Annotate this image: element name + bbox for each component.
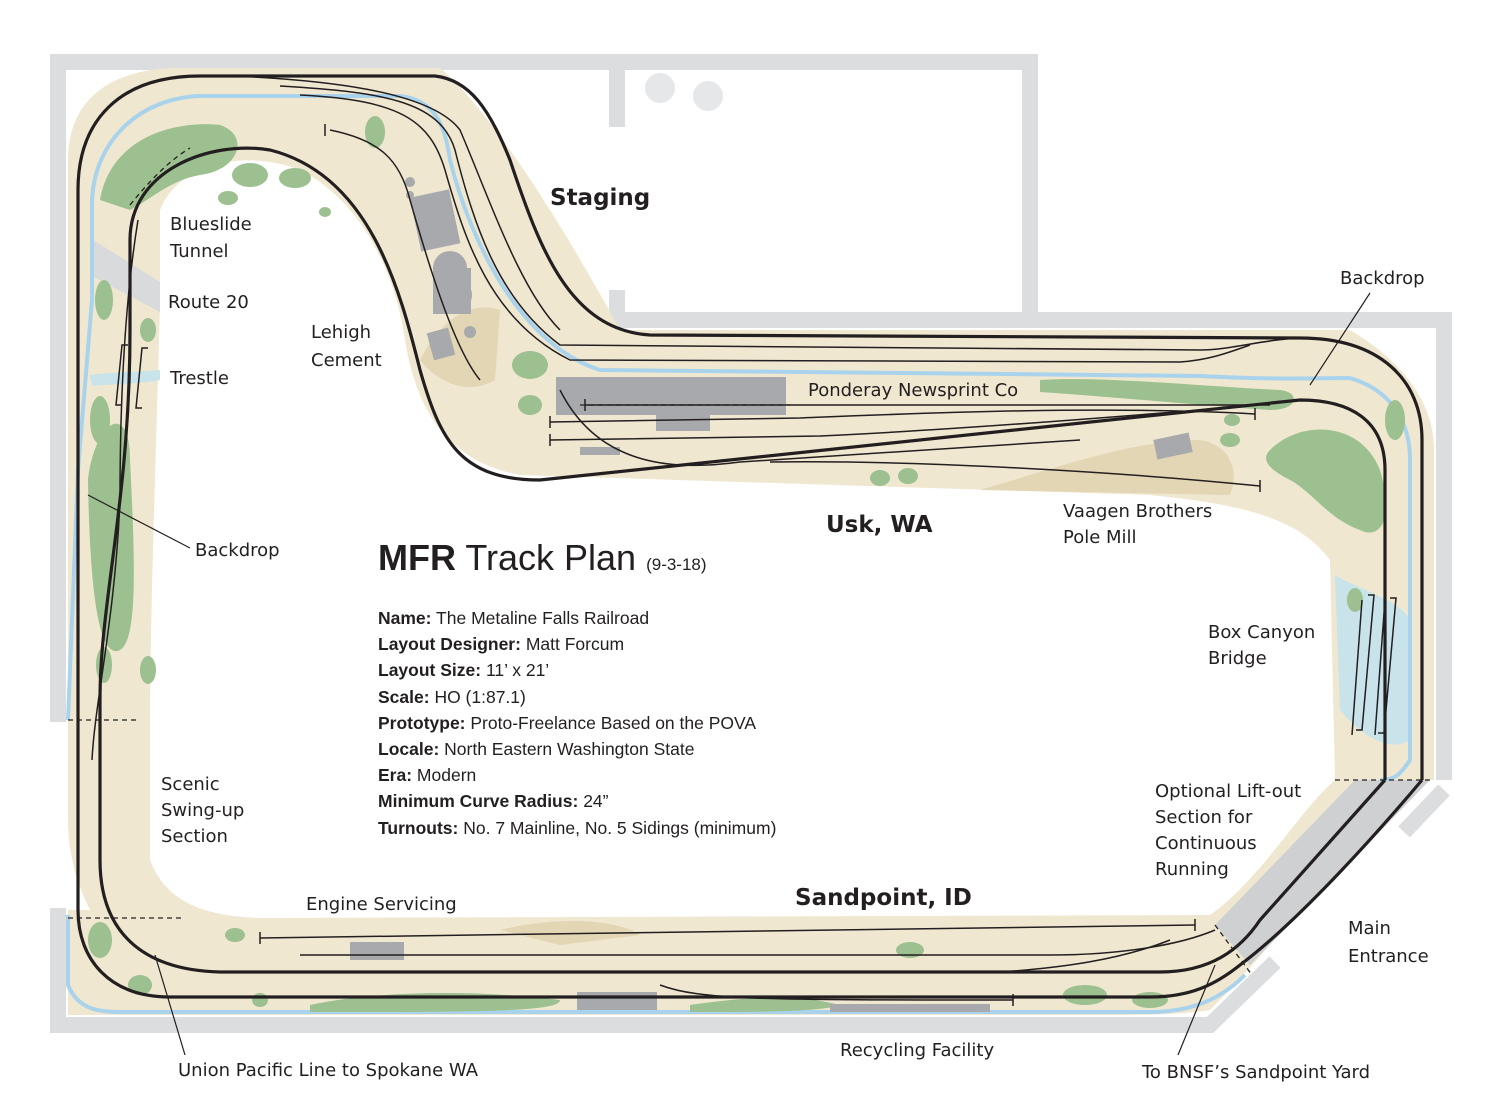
staging-label: Staging xyxy=(550,185,650,211)
detail-key: Layout Designer: xyxy=(378,634,521,655)
detail-row: Prototype: Proto-Freelance Based on the … xyxy=(378,710,898,736)
liftout-label-line2: Section for xyxy=(1155,807,1253,828)
scenic-label-line3: Section xyxy=(161,826,228,847)
detail-value: Modern xyxy=(416,765,477,786)
detail-row: Turnouts: No. 7 Mainline, No. 5 Sidings … xyxy=(378,815,898,841)
trestle-label: Trestle xyxy=(169,368,229,389)
boxcanyon-label-line2: Bridge xyxy=(1208,648,1267,669)
detail-row: Scale: HO (1:87.1) xyxy=(378,684,898,710)
detail-value: 24” xyxy=(583,791,609,812)
vaagen-label-line2: Pole Mill xyxy=(1063,527,1137,548)
detail-value: North Eastern Washington State xyxy=(444,739,695,760)
liftout-section xyxy=(1215,780,1430,965)
union-pacific-label: Union Pacific Line to Spokane WA xyxy=(178,1060,479,1081)
sandpoint-label: Sandpoint, ID xyxy=(795,885,972,911)
blueslide-label-line1: Blueslide xyxy=(170,214,252,235)
detail-row: Era: Modern xyxy=(378,762,898,788)
detail-key: Era: xyxy=(378,765,413,786)
detail-value: HO (1:87.1) xyxy=(434,686,526,707)
detail-key: Locale: xyxy=(378,739,440,760)
plan-title-text: Track Plan xyxy=(465,537,637,578)
detail-key: Scale: xyxy=(378,686,430,707)
liftout-label-line1: Optional Lift-out xyxy=(1155,781,1301,802)
main-entrance-label-line1: Main xyxy=(1348,918,1391,939)
trees xyxy=(88,116,1405,1012)
main-entrance-label-line2: Entrance xyxy=(1348,946,1429,967)
section-dividers xyxy=(68,404,1430,976)
detail-key: Minimum Curve Radius: xyxy=(378,791,579,812)
bnsf-label: To BNSF’s Sandpoint Yard xyxy=(1141,1062,1370,1083)
room-walls xyxy=(50,54,1452,1033)
route-20-road xyxy=(90,238,160,312)
liftout-label-line3: Continuous xyxy=(1155,833,1257,854)
trestle-brackets xyxy=(115,344,1397,734)
liftout-label-line4: Running xyxy=(1155,859,1229,880)
staging-room-stools xyxy=(645,73,723,111)
vaagen-label-line1: Vaagen Brothers xyxy=(1063,501,1212,522)
detail-key: Layout Size: xyxy=(378,660,482,681)
plan-title: MFR Track Plan (9-3-18) xyxy=(378,536,898,587)
mainline-tracks xyxy=(76,74,1424,999)
detail-value: No. 7 Mainline, No. 5 Sidings (minimum) xyxy=(463,817,777,838)
lehigh-label-line2: Cement xyxy=(311,350,382,371)
trestle-creek xyxy=(90,370,160,386)
blueslide-label-line2: Tunnel xyxy=(169,241,229,262)
detail-value: Matt Forcum xyxy=(525,634,625,655)
usk-label: Usk, WA xyxy=(826,512,933,538)
detail-row: Layout Designer: Matt Forcum xyxy=(378,631,898,657)
detail-row: Locale: North Eastern Washington State xyxy=(378,736,898,762)
ponderay-label: Ponderay Newsprint Co xyxy=(808,380,1018,401)
backdrop-right-label: Backdrop xyxy=(1340,268,1425,289)
detail-key: Prototype: xyxy=(378,712,466,733)
engine-servicing-label: Engine Servicing xyxy=(306,894,457,915)
tunnel-portal xyxy=(129,147,191,206)
detail-row: Name: The Metaline Falls Railroad xyxy=(378,605,898,631)
recycling-label: Recycling Facility xyxy=(840,1040,994,1061)
siding-tracks xyxy=(91,75,1386,1001)
detail-key: Turnouts: xyxy=(378,817,459,838)
backdrop-left-label: Backdrop xyxy=(195,540,280,561)
detail-row: Layout Size: 11’ x 21’ xyxy=(378,657,898,683)
scenic-label-line1: Scenic xyxy=(161,774,220,795)
plan-title-bold: MFR xyxy=(378,537,456,578)
track-plan-info: MFR Track Plan (9-3-18) Name: The Metali… xyxy=(378,536,898,841)
boxcanyon-label-line1: Box Canyon xyxy=(1208,622,1315,643)
detail-value: The Metaline Falls Railroad xyxy=(436,608,650,628)
detail-value: Proto-Freelance Based on the POVA xyxy=(470,712,757,733)
detail-key: Name: xyxy=(378,608,432,628)
aisle xyxy=(150,160,1335,919)
detail-value: 11’ x 21’ xyxy=(485,660,550,681)
detail-row: Minimum Curve Radius: 24” xyxy=(378,788,898,814)
lehigh-label-line1: Lehigh xyxy=(311,322,371,343)
plan-date: (9-3-18) xyxy=(646,555,707,574)
scenic-label-line2: Swing-up xyxy=(161,800,244,821)
track-bumpers xyxy=(259,124,1261,1006)
route20-label: Route 20 xyxy=(168,292,249,313)
leader-lines xyxy=(87,292,1371,1056)
